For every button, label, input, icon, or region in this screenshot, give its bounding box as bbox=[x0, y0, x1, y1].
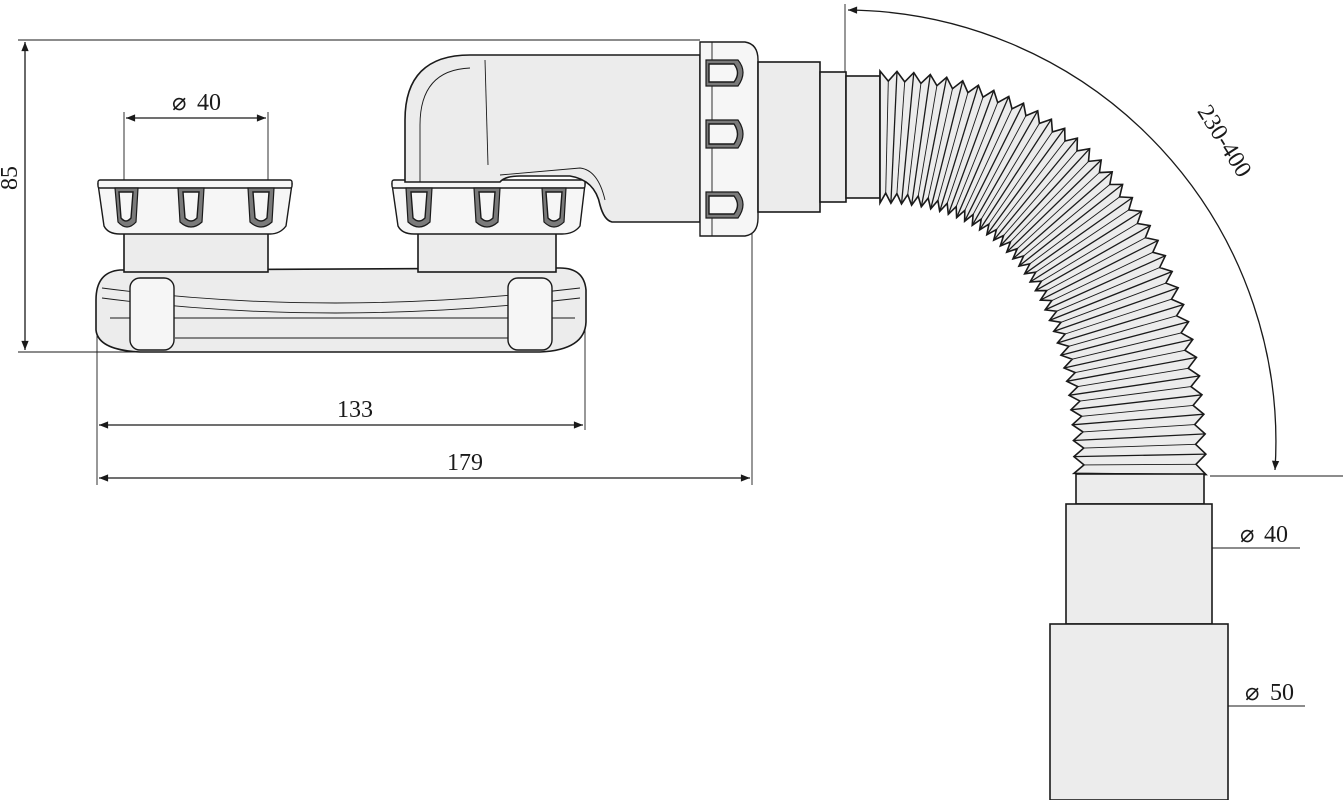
hose-ridge bbox=[1073, 433, 1206, 442]
hose-ridge bbox=[971, 110, 1039, 226]
inlet-nut-right bbox=[391, 179, 586, 273]
hose-groove bbox=[1035, 209, 1130, 273]
hose-ridge bbox=[1070, 394, 1203, 411]
dimension-height: 85 bbox=[0, 42, 29, 350]
height-label: 85 bbox=[0, 166, 23, 190]
hose-ridge bbox=[1035, 225, 1151, 292]
hose-ridge bbox=[1040, 239, 1159, 301]
hose-groove bbox=[1010, 161, 1089, 243]
hose-groove bbox=[980, 123, 1040, 220]
diameter-symbol: ⌀ bbox=[172, 90, 186, 116]
hose-ridge bbox=[1066, 356, 1197, 382]
hose-ridge bbox=[956, 96, 1010, 218]
hose-groove bbox=[1083, 443, 1196, 449]
hose-ridge bbox=[890, 71, 898, 204]
hose-ridge bbox=[964, 102, 1025, 222]
hose-ridge bbox=[1024, 197, 1133, 275]
dimension-inlet-diameter: ⌀ 40 bbox=[126, 90, 266, 122]
inlet-diameter-label: 40 bbox=[197, 90, 221, 116]
hose-groove bbox=[1081, 404, 1194, 417]
hose-groove bbox=[1075, 349, 1185, 374]
diameter-symbol: ⌀ bbox=[1245, 680, 1259, 706]
hose-ridge bbox=[1018, 183, 1124, 267]
hose-groove bbox=[1051, 251, 1153, 302]
hose-ridge bbox=[999, 148, 1091, 247]
hose-groove bbox=[972, 115, 1027, 215]
hose-ridge bbox=[947, 90, 995, 215]
hose-ridge bbox=[910, 74, 931, 206]
hose-groove bbox=[927, 88, 953, 199]
hose-ridge bbox=[1060, 321, 1189, 356]
hose-groove bbox=[1083, 463, 1197, 466]
hose-ridge bbox=[1053, 287, 1179, 333]
hose-groove bbox=[946, 97, 984, 204]
siphon-base bbox=[95, 267, 587, 353]
inlet-nut-left bbox=[97, 179, 293, 273]
hose-ridge bbox=[900, 72, 915, 205]
hose-groove bbox=[1079, 386, 1192, 402]
hose-ridge bbox=[1049, 270, 1173, 322]
hose-ridge bbox=[939, 85, 980, 212]
hose-groove bbox=[917, 85, 938, 197]
total-width-label: 179 bbox=[447, 450, 483, 476]
hose-groove bbox=[907, 83, 922, 195]
hose-groove bbox=[1072, 332, 1182, 360]
hose-ridge bbox=[1072, 413, 1204, 426]
elbow-connector bbox=[404, 54, 701, 223]
outlet-inner-label: 40 bbox=[1264, 522, 1288, 548]
hose-groove bbox=[1046, 237, 1146, 291]
corrugated-hose bbox=[879, 68, 1208, 476]
outlet-pipe-segment bbox=[757, 61, 881, 213]
hose-ridge bbox=[1057, 303, 1184, 344]
hose-ridge bbox=[986, 127, 1066, 236]
hose-ridge bbox=[1006, 159, 1102, 253]
hose-groove bbox=[1077, 367, 1189, 388]
hose-groove bbox=[964, 108, 1013, 211]
hose-ridge bbox=[1029, 210, 1142, 283]
hose-ridge bbox=[993, 137, 1078, 241]
hose-ridge bbox=[1063, 338, 1193, 369]
hose-groove bbox=[1064, 298, 1172, 335]
hose-groove bbox=[996, 140, 1066, 230]
hose-groove bbox=[988, 131, 1053, 225]
hose-groove bbox=[937, 92, 969, 201]
hose-groove bbox=[896, 81, 906, 194]
hose-groove bbox=[1016, 172, 1100, 250]
outlet-pipe bbox=[1049, 473, 1229, 800]
outlet-outer-label: 50 bbox=[1270, 680, 1294, 706]
hose-groove bbox=[1023, 184, 1111, 257]
inner-width-label: 133 bbox=[337, 397, 373, 423]
dimension-total-width: 179 bbox=[99, 450, 750, 482]
hose-ridge bbox=[930, 80, 964, 210]
hose-ridge bbox=[1044, 255, 1166, 311]
diameter-symbol: ⌀ bbox=[1240, 522, 1254, 548]
hose-ridge bbox=[979, 118, 1052, 231]
hose-ridge bbox=[1068, 375, 1200, 396]
hose-groove bbox=[1056, 267, 1160, 312]
dimension-inner-width: 133 bbox=[99, 397, 583, 429]
hose-groove bbox=[1029, 196, 1120, 265]
hose-groove bbox=[1082, 424, 1195, 433]
outlet-nut bbox=[699, 41, 759, 237]
hose-groove bbox=[1068, 315, 1177, 347]
hose-ridge bbox=[920, 77, 948, 207]
hose-groove bbox=[885, 81, 889, 194]
hose-groove bbox=[1060, 282, 1167, 323]
hose-groove bbox=[1041, 223, 1138, 282]
hose-ridge bbox=[1012, 171, 1113, 260]
hose-groove bbox=[1003, 150, 1078, 236]
hose-groove bbox=[955, 102, 999, 207]
hose-length-label: 230-400 bbox=[1192, 100, 1256, 182]
hose-ridge bbox=[1073, 453, 1206, 458]
